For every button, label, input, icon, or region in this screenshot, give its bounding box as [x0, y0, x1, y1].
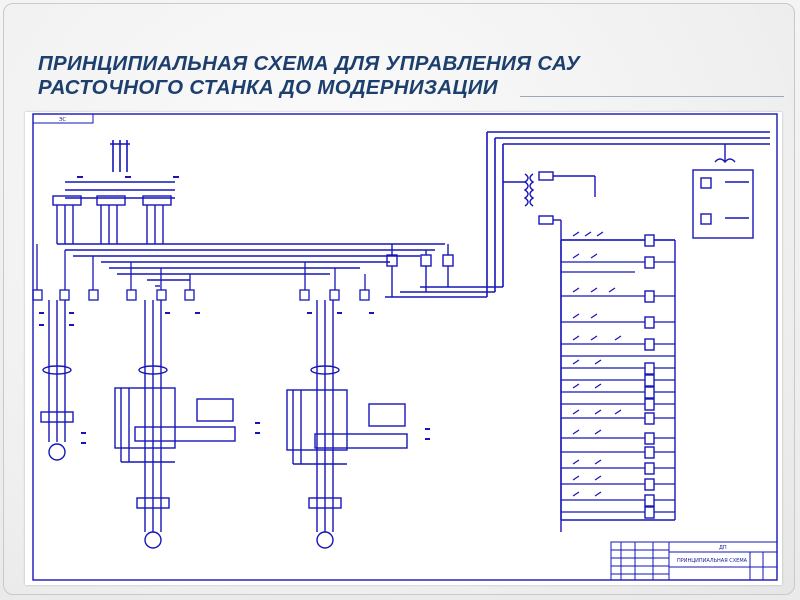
schematic-drawing: ЭС ДП ПРИНЦИПИАЛЬНАЯ СХЕМА — [32, 113, 778, 581]
slide-title: ПРИНЦИПИАЛЬНАЯ СХЕМА ДЛЯ УПРАВЛЕНИЯ САУ … — [38, 52, 580, 99]
phase-monitor-block — [692, 144, 754, 239]
motor-3-symbol — [316, 531, 334, 549]
motor-2-symbol — [144, 531, 162, 549]
feeder-bundle — [57, 243, 445, 287]
motor-1-branch — [40, 300, 74, 461]
motor-2-branch — [114, 300, 236, 549]
sheet-code-box — [32, 113, 94, 124]
fuse-row — [32, 244, 370, 301]
title-block — [610, 541, 778, 581]
title-block-title: ПРИНЦИПИАЛЬНАЯ СХЕМА — [677, 558, 748, 564]
control-transformer — [503, 171, 596, 532]
motor-3-branch — [286, 300, 408, 549]
sheet-code-label: ЭС — [59, 117, 66, 123]
annotation-marks — [39, 176, 430, 444]
ladder-contacts — [572, 231, 622, 497]
breaker-group — [52, 195, 172, 244]
supply-bus — [65, 140, 175, 199]
motor-1-symbol — [48, 443, 66, 461]
ladder-coils — [644, 234, 655, 519]
title-block-code: ДП — [719, 545, 727, 551]
center-relays — [386, 244, 454, 297]
ladder-rungs — [561, 239, 675, 513]
drawing-frame — [32, 113, 778, 581]
title-underline — [520, 96, 784, 97]
drawing-sheet: ЭС ДП ПРИНЦИПИАЛЬНАЯ СХЕМА — [25, 112, 782, 585]
